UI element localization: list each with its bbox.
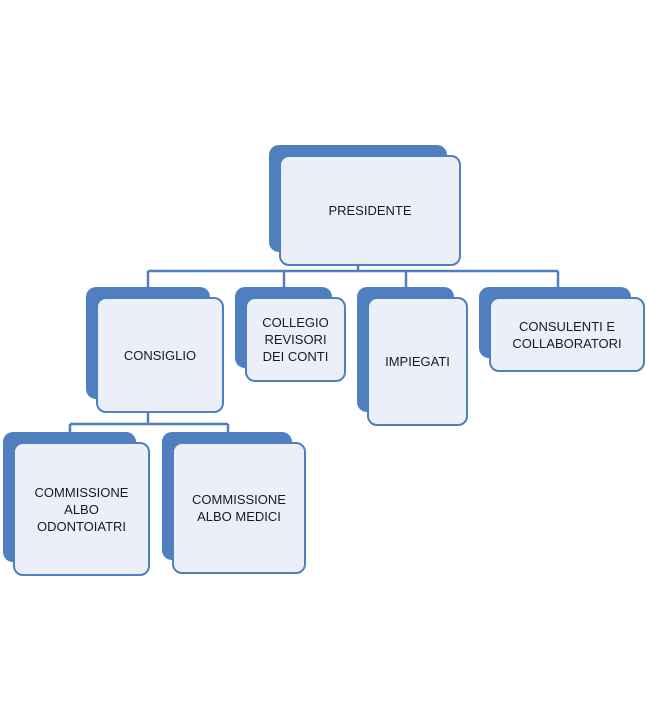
node-label-presidente: PRESIDENTE bbox=[279, 155, 461, 266]
node-consulenti: CONSULENTI E COLLABORATORI bbox=[479, 287, 645, 372]
node-label-consiglio: CONSIGLIO bbox=[96, 297, 224, 413]
node-commissione-medici: COMMISSIONE ALBO MEDICI bbox=[162, 432, 306, 574]
node-label-consulenti: CONSULENTI E COLLABORATORI bbox=[489, 297, 645, 372]
node-presidente: PRESIDENTE bbox=[269, 145, 461, 266]
node-label-commissione-odontoiatri: COMMISSIONE ALBO ODONTOIATRI bbox=[13, 442, 150, 576]
node-consiglio: CONSIGLIO bbox=[86, 287, 224, 413]
node-impiegati: IMPIEGATI bbox=[357, 287, 468, 426]
node-commissione-odontoiatri: COMMISSIONE ALBO ODONTOIATRI bbox=[3, 432, 150, 576]
node-label-impiegati: IMPIEGATI bbox=[367, 297, 468, 426]
node-label-commissione-medici: COMMISSIONE ALBO MEDICI bbox=[172, 442, 306, 574]
node-label-collegio-revisori: COLLEGIO REVISORI DEI CONTI bbox=[245, 297, 346, 382]
node-collegio-revisori: COLLEGIO REVISORI DEI CONTI bbox=[235, 287, 346, 382]
